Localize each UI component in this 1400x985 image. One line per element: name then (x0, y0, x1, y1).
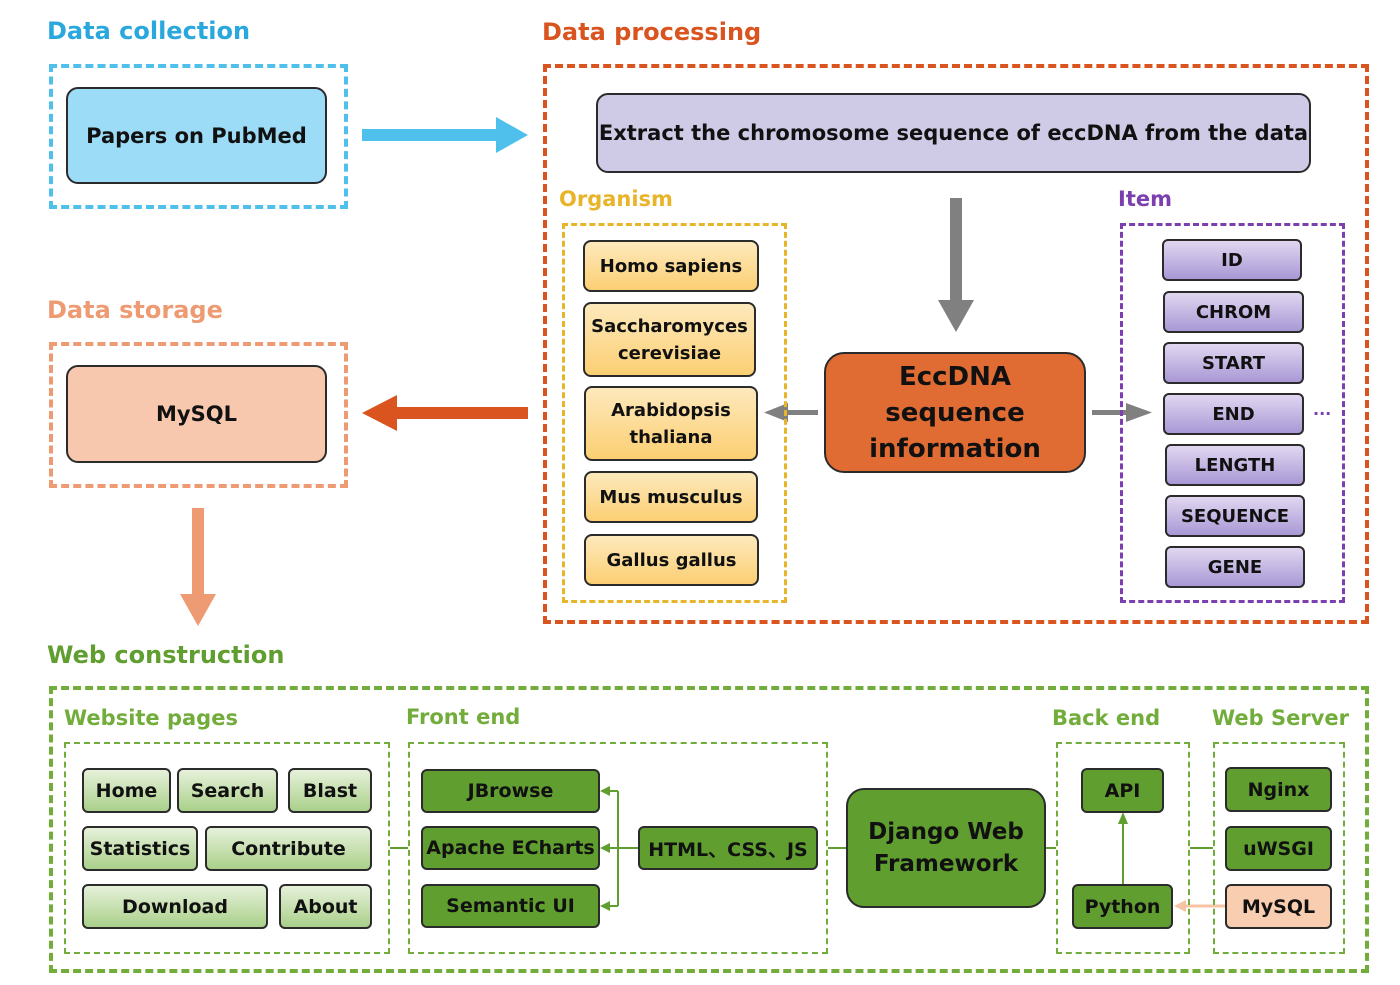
arrow-processing-to-storage (362, 395, 528, 431)
section-title-data-storage: Data storage (47, 296, 223, 324)
page-home: Home (82, 768, 171, 813)
item-id: ID (1162, 239, 1302, 281)
server-nginx: Nginx (1225, 767, 1332, 812)
web-server-label: Web Server (1212, 706, 1350, 730)
front-end-label: Front end (406, 705, 521, 729)
organism-gallus-gallus: Gallus gallus (584, 534, 759, 586)
back-end-label: Back end (1052, 706, 1161, 730)
organism-label: Organism (559, 187, 673, 211)
web-server-frame (1213, 742, 1345, 954)
organism-mus-musculus: Mus musculus (584, 471, 758, 523)
item-length: LENGTH (1165, 444, 1305, 486)
django-web-framework-box: Django Web Framework (846, 788, 1046, 908)
arrow-collection-to-processing (362, 117, 528, 153)
page-download: Download (82, 884, 268, 929)
frontend-apache-echarts: Apache ECharts (421, 826, 600, 870)
page-blast: Blast (288, 768, 372, 813)
item-gene: GENE (1165, 546, 1305, 588)
page-about: About (279, 884, 372, 929)
organism-frame (562, 223, 787, 603)
data-collection-frame (49, 64, 348, 209)
pubmed-papers-box: Papers on PubMed (66, 87, 327, 184)
server-uwsgi: uWSGI (1225, 826, 1332, 871)
backend-api: API (1081, 768, 1164, 813)
item-ellipsis: ... (1313, 400, 1332, 419)
page-contribute: Contribute (205, 826, 372, 871)
data-storage-frame (49, 342, 348, 488)
front-end-frame (408, 742, 828, 954)
organism-saccharomyces-cerevisiae: Saccharomyces cerevisiae (583, 302, 756, 377)
frontend-semantic-ui: Semantic UI (421, 884, 600, 928)
frontend-jbrowse: JBrowse (421, 769, 600, 813)
organism-homo-sapiens: Homo sapiens (583, 240, 759, 292)
arrow-storage-to-web (180, 508, 216, 626)
page-statistics: Statistics (82, 826, 198, 871)
mysql-storage-box: MySQL (66, 365, 327, 463)
item-start: START (1163, 342, 1304, 384)
section-title-data-processing: Data processing (542, 18, 762, 46)
frontend-html-css-js: HTML、CSS、JS (638, 826, 818, 870)
item-label: Item (1118, 187, 1172, 211)
section-title-data-collection: Data collection (47, 17, 251, 45)
item-end: END (1163, 393, 1304, 435)
page-search: Search (177, 768, 278, 813)
web-construction-frame (49, 686, 1369, 973)
item-frame (1120, 223, 1345, 603)
website-pages-label: Website pages (64, 706, 238, 730)
organism-arabidopsis-thaliana: Arabidopsis thaliana (584, 386, 758, 461)
back-end-frame (1056, 742, 1190, 954)
section-title-web-construction: Web construction (47, 641, 285, 669)
website-pages-frame (64, 742, 390, 954)
data-processing-frame (543, 64, 1369, 624)
item-sequence: SEQUENCE (1165, 495, 1305, 537)
server-mysql: MySQL (1225, 884, 1332, 929)
eccdna-sequence-info-box: EccDNA sequence information (824, 352, 1086, 473)
extract-sequence-box: Extract the chromosome sequence of eccDN… (596, 93, 1311, 173)
item-chrom: CHROM (1163, 291, 1304, 333)
backend-python: Python (1072, 884, 1173, 929)
